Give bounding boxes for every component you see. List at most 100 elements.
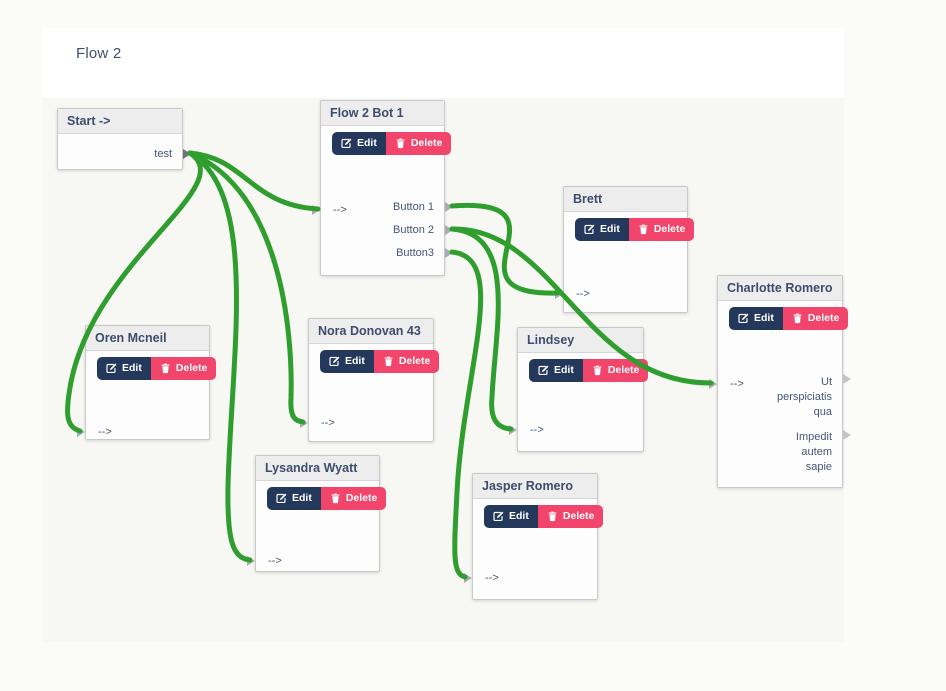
- delete-button[interactable]: Delete: [537, 505, 604, 528]
- output-connector-impedit-autem-sapie[interactable]: [843, 430, 851, 440]
- input-connector-in[interactable]: [312, 205, 320, 215]
- edit-button-label: Edit: [292, 492, 312, 504]
- edit-button[interactable]: Edit: [320, 350, 374, 373]
- flow-title-bar: Flow 2: [43, 28, 844, 98]
- flow-node-nora-donovan-43[interactable]: Nora Donovan 43 Edit Delete -->: [300, 318, 440, 442]
- input-connector-in[interactable]: [464, 573, 472, 583]
- output-port-label-test: test: [154, 148, 172, 160]
- edit-button-label: Edit: [357, 137, 377, 149]
- delete-button[interactable]: Delete: [150, 357, 217, 380]
- edit-button-label: Edit: [122, 362, 142, 374]
- edit-button-label: Edit: [600, 223, 620, 235]
- delete-button-label: Delete: [410, 137, 443, 149]
- edit-button[interactable]: Edit: [529, 359, 583, 382]
- node-actions: Edit Delete: [529, 359, 649, 382]
- input-connector-in[interactable]: [247, 556, 255, 566]
- output-port-label-impedit-autem-sapie: Impedit autem sapie: [795, 431, 832, 473]
- edit-button[interactable]: Edit: [97, 357, 151, 380]
- output-port-label-button3: Button3: [396, 247, 434, 259]
- pencil-icon: [106, 363, 117, 374]
- delete-button[interactable]: Delete: [373, 350, 440, 373]
- delete-button-label: Delete: [807, 312, 840, 324]
- delete-button-label: Delete: [653, 223, 686, 235]
- edit-button-label: Edit: [345, 355, 365, 367]
- edit-button-label: Edit: [554, 364, 574, 376]
- node-actions: Edit Delete: [320, 350, 440, 373]
- delete-button[interactable]: Delete: [782, 307, 849, 330]
- delete-button[interactable]: Delete: [385, 132, 452, 155]
- output-port-label-button-1: Button 1: [393, 201, 434, 213]
- delete-button-label: Delete: [562, 510, 595, 522]
- flow-node-start[interactable]: Start ->test: [57, 108, 191, 170]
- input-port-label-in: -->: [530, 424, 544, 436]
- input-port-label-in: -->: [730, 378, 744, 390]
- node-actions: Edit Delete: [97, 357, 217, 380]
- trash-icon: [161, 363, 170, 374]
- edit-button[interactable]: Edit: [267, 487, 321, 510]
- edit-button[interactable]: Edit: [332, 132, 386, 155]
- page-title: Flow 2: [76, 45, 122, 62]
- delete-button-label: Delete: [607, 364, 640, 376]
- node-title: Flow 2 Bot 1: [321, 101, 444, 126]
- input-connector-in[interactable]: [509, 425, 517, 435]
- trash-icon: [384, 356, 393, 367]
- delete-button[interactable]: Delete: [582, 359, 649, 382]
- edit-button-label: Edit: [509, 510, 529, 522]
- trash-icon: [793, 313, 802, 324]
- edit-button[interactable]: Edit: [484, 505, 538, 528]
- edit-button[interactable]: Edit: [575, 218, 629, 241]
- output-connector-test[interactable]: [183, 149, 191, 159]
- pencil-icon: [341, 138, 352, 149]
- output-connector-button-2[interactable]: [445, 225, 453, 235]
- trash-icon: [639, 224, 648, 235]
- node-title: Lysandra Wyatt: [256, 456, 379, 481]
- edit-button[interactable]: Edit: [729, 307, 783, 330]
- trash-icon: [396, 138, 405, 149]
- node-actions: Edit Delete: [267, 487, 387, 510]
- delete-button-label: Delete: [175, 362, 208, 374]
- input-port-label-in: -->: [98, 426, 112, 438]
- output-connector-button3[interactable]: [445, 248, 453, 258]
- node-title: Charlotte Romero: [718, 276, 842, 301]
- pencil-icon: [738, 313, 749, 324]
- output-connector-ut-perspiciatis-qua[interactable]: [843, 374, 851, 384]
- flow-node-flow-2-bot-1[interactable]: Flow 2 Bot 1 Edit Delete --> Button 1 Button …: [312, 100, 453, 276]
- node-actions: Edit Delete: [575, 218, 695, 241]
- node-actions: Edit Delete: [484, 505, 604, 528]
- node-actions: Edit Delete: [729, 307, 849, 330]
- edit-button-label: Edit: [754, 312, 774, 324]
- input-connector-in[interactable]: [77, 427, 85, 437]
- input-connector-in[interactable]: [709, 379, 717, 389]
- trash-icon: [548, 511, 557, 522]
- delete-button-label: Delete: [398, 355, 431, 367]
- input-connector-in[interactable]: [300, 418, 308, 428]
- output-connector-button-1[interactable]: [445, 202, 453, 212]
- delete-button[interactable]: Delete: [628, 218, 695, 241]
- node-actions: Edit Delete: [332, 132, 452, 155]
- input-port-label-in: -->: [333, 204, 347, 216]
- pencil-icon: [538, 365, 549, 376]
- pencil-icon: [584, 224, 595, 235]
- pencil-icon: [276, 493, 287, 504]
- input-port-label-in: -->: [321, 417, 335, 429]
- input-connector-in[interactable]: [555, 289, 563, 299]
- pencil-icon: [329, 356, 340, 367]
- node-title: Brett: [564, 187, 687, 212]
- trash-icon: [593, 365, 602, 376]
- output-port-label-ut-perspiciatis-qua: Ut perspiciatis qua: [776, 376, 832, 418]
- node-title: Nora Donovan 43: [309, 319, 433, 344]
- output-port-label-button-2: Button 2: [393, 224, 434, 236]
- node-title: Jasper Romero: [473, 474, 597, 499]
- delete-button[interactable]: Delete: [320, 487, 387, 510]
- node-title: Oren Mcneil: [86, 326, 209, 351]
- node-title: Lindsey: [518, 328, 643, 353]
- input-port-label-in: -->: [268, 555, 282, 567]
- input-port-label-in: -->: [485, 572, 499, 584]
- pencil-icon: [493, 511, 504, 522]
